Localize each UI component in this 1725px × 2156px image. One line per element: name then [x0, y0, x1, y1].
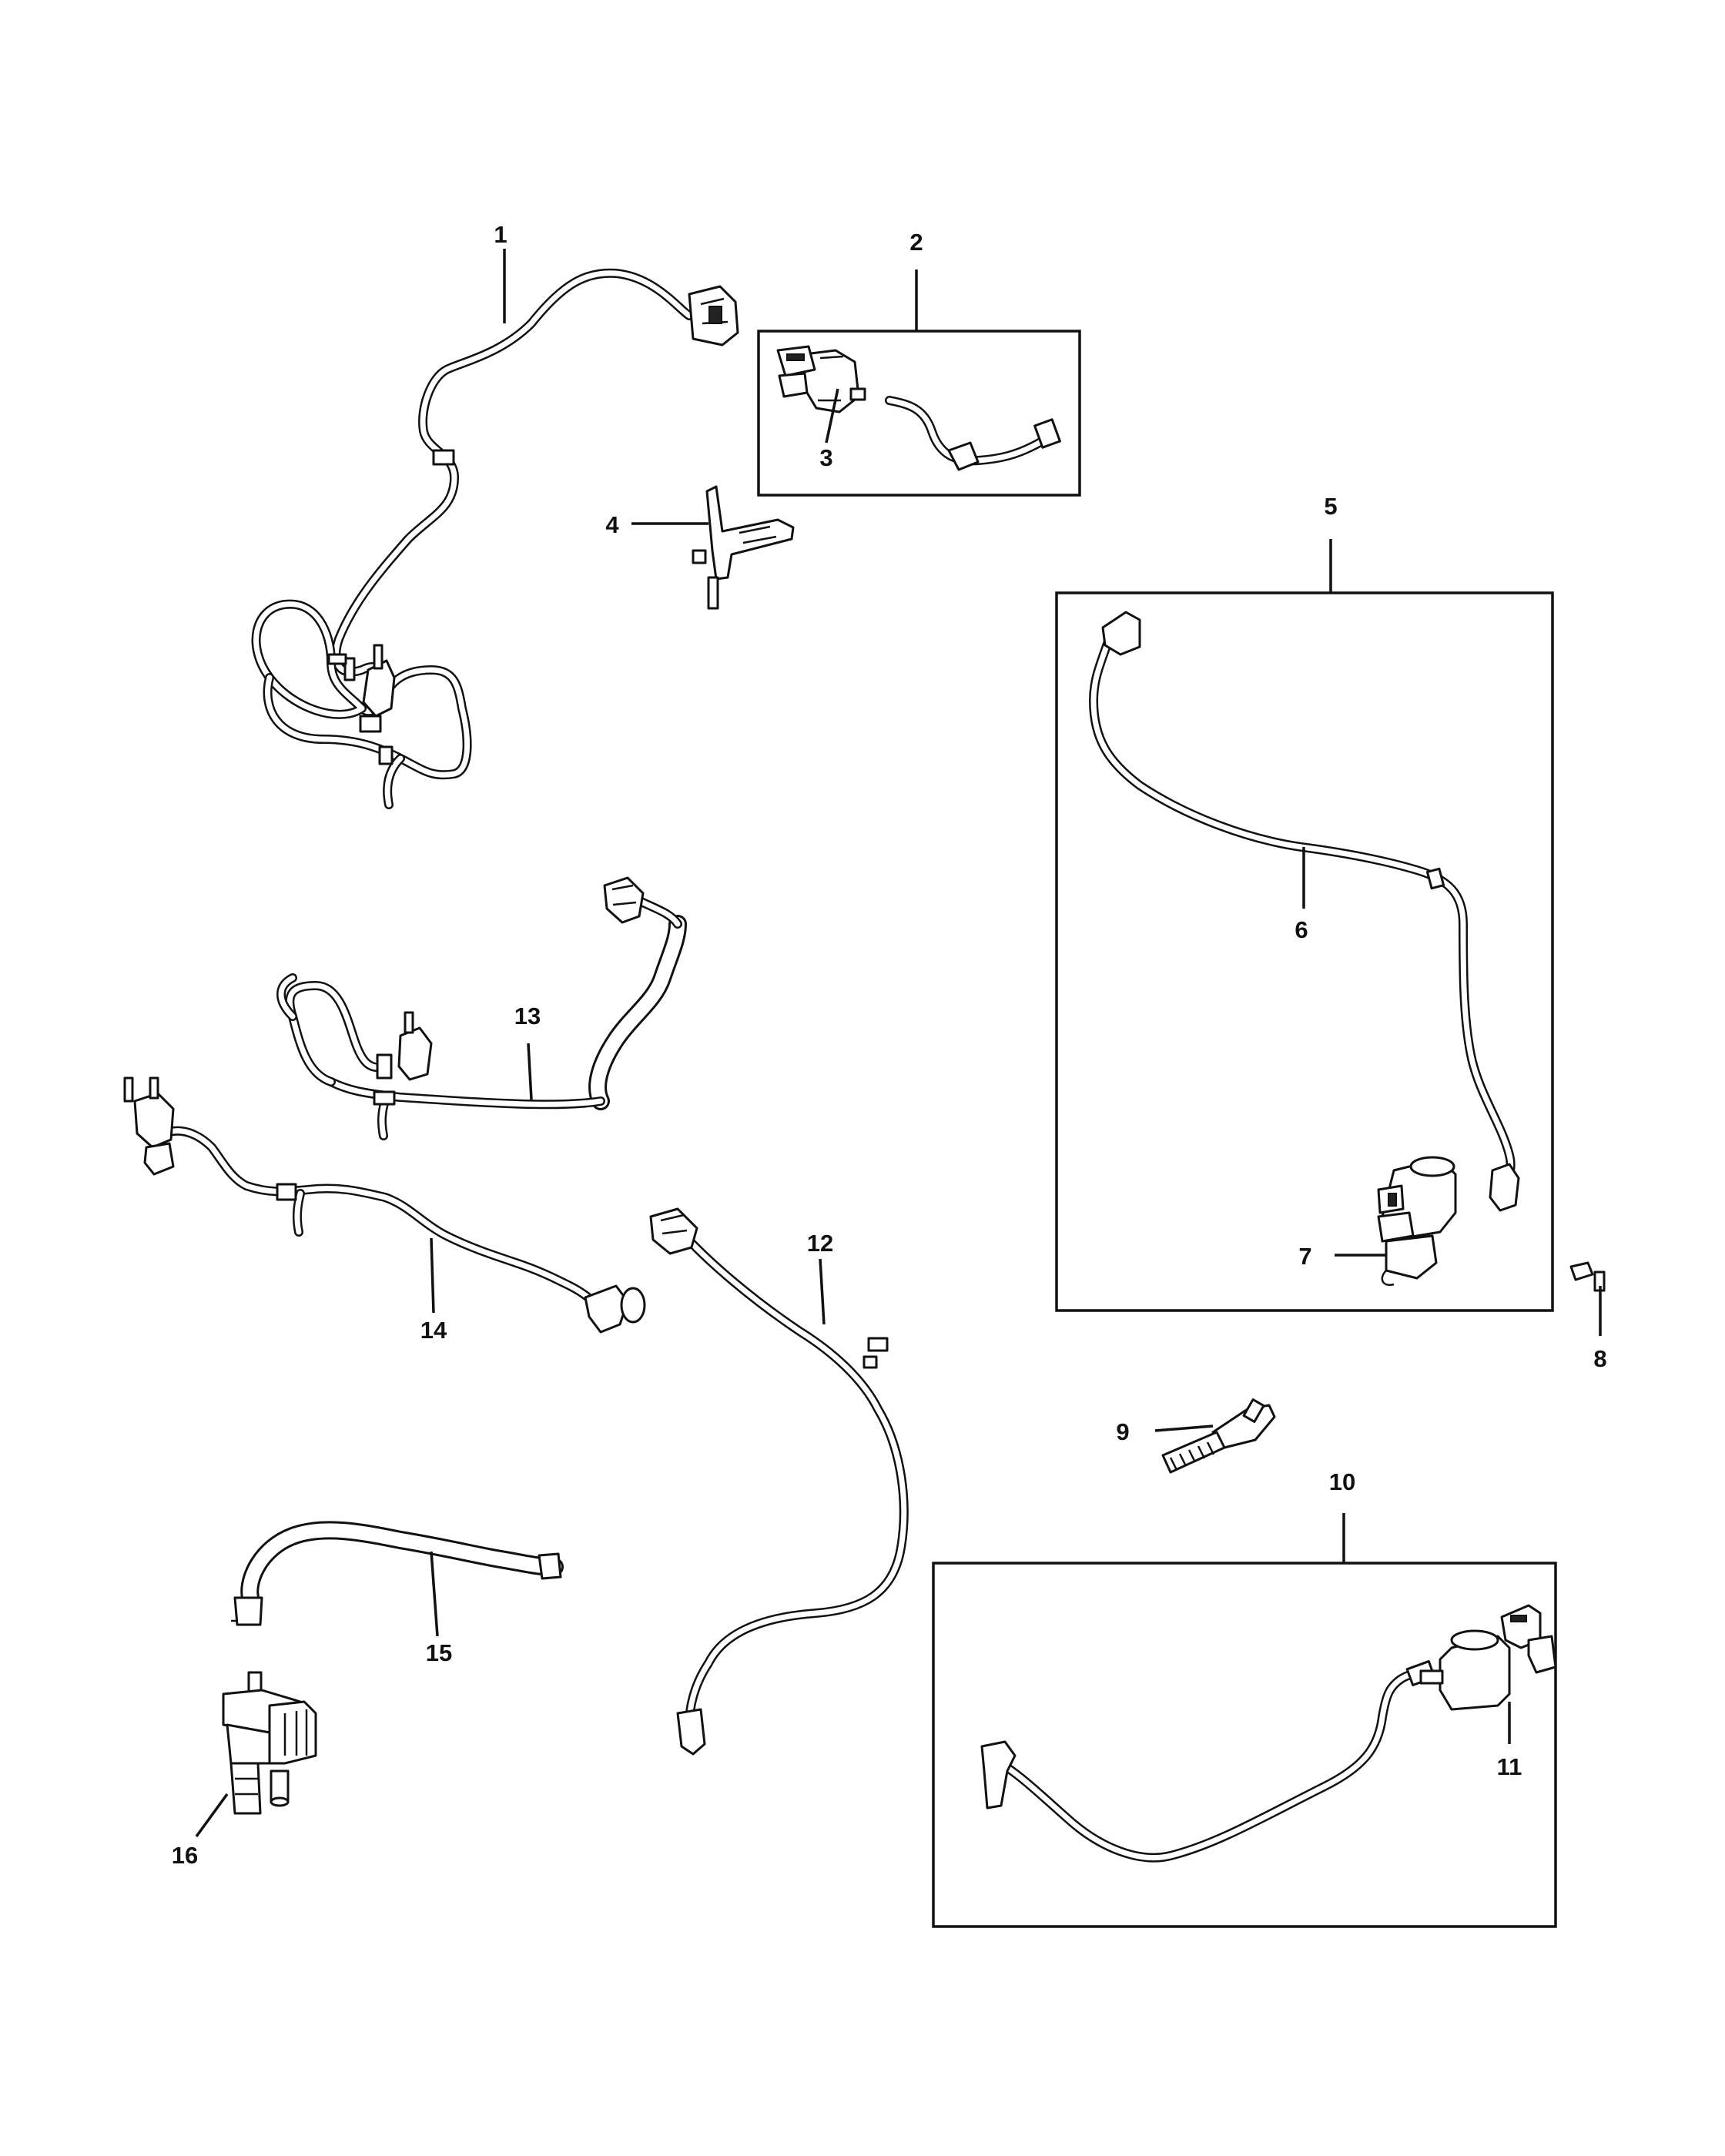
leader-15	[430, 1551, 439, 1637]
callout-9: 9	[1116, 1418, 1129, 1445]
part-12-hose	[649, 1207, 909, 1756]
callout-2: 2	[909, 229, 923, 256]
callout-16: 16	[172, 1842, 198, 1869]
group-box-10	[932, 1562, 1557, 1928]
part-3-purge-valve	[776, 345, 866, 413]
leader-13	[527, 1043, 533, 1100]
part-9-connector	[1161, 1398, 1276, 1474]
callout-10: 10	[1329, 1468, 1355, 1495]
part-11-purge-valve	[1419, 1604, 1557, 1711]
part-14-hose-assembly	[123, 1076, 646, 1334]
callout-3: 3	[819, 444, 832, 471]
leader-16	[195, 1793, 229, 1838]
callout-7: 7	[1298, 1243, 1311, 1270]
part-16-purge-valve	[222, 1671, 317, 1815]
leader-9	[1154, 1424, 1214, 1432]
callout-8: 8	[1593, 1345, 1606, 1372]
part-4-bracket	[692, 485, 795, 610]
part-10-tube-assembly	[980, 1660, 1436, 1863]
callout-1: 1	[494, 221, 507, 248]
part-7-purge-solenoid	[1377, 1156, 1457, 1287]
callout-4: 4	[605, 511, 619, 538]
part-13-hose-assembly	[276, 876, 687, 1140]
callout-14: 14	[420, 1317, 447, 1344]
callout-5: 5	[1324, 493, 1337, 520]
part-1-hose-assembly	[251, 268, 739, 809]
callout-12: 12	[807, 1230, 833, 1257]
leader-12	[819, 1258, 826, 1325]
leader-3	[825, 388, 839, 444]
group-box-2	[757, 330, 1081, 497]
leader-14	[430, 1237, 435, 1314]
callout-13: 13	[514, 1003, 541, 1029]
part-2-hose-with-valve	[885, 396, 1061, 471]
callout-11: 11	[1497, 1753, 1522, 1780]
callout-6: 6	[1295, 916, 1308, 943]
group-box-5	[1055, 591, 1554, 1312]
part-15-hose	[231, 1521, 564, 1626]
callout-15: 15	[426, 1639, 452, 1666]
part-6-purge-tube	[1089, 611, 1520, 1212]
